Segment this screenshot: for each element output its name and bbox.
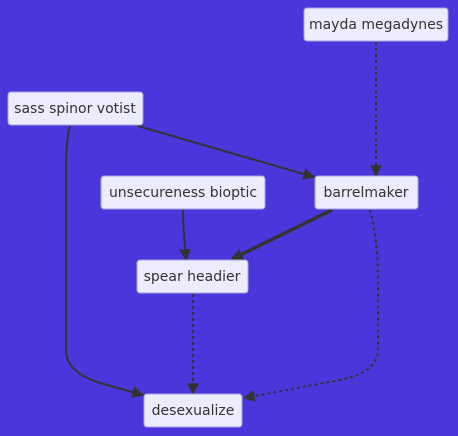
- edge-sass-to-barrelmaker: [137, 125, 316, 180]
- node-label: sass spinor votist: [14, 101, 136, 117]
- edge-barrelmaker-to-desexualize: [242, 209, 379, 402]
- node-desexualize[interactable]: desexualize: [143, 393, 243, 428]
- edge-unsecureness-to-spear: [179, 209, 192, 262]
- node-label: mayda megadynes: [309, 17, 443, 33]
- node-label: barrelmaker: [323, 185, 408, 201]
- node-mayda-megadynes[interactable]: mayda megadynes: [303, 7, 449, 42]
- node-label: unsecureness bioptic: [109, 185, 257, 201]
- edge-barrelmaker-to-spear: [230, 208, 333, 261]
- node-spear-headier[interactable]: spear headier: [136, 259, 249, 294]
- node-label: desexualize: [152, 403, 235, 419]
- node-sass-spinor-votist[interactable]: sass spinor votist: [7, 91, 144, 126]
- edge-sass-to-desexualize: [65, 125, 145, 398]
- node-unsecureness-bioptic[interactable]: unsecureness bioptic: [100, 175, 266, 210]
- node-barrelmaker[interactable]: barrelmaker: [314, 175, 419, 210]
- node-label: spear headier: [144, 269, 241, 285]
